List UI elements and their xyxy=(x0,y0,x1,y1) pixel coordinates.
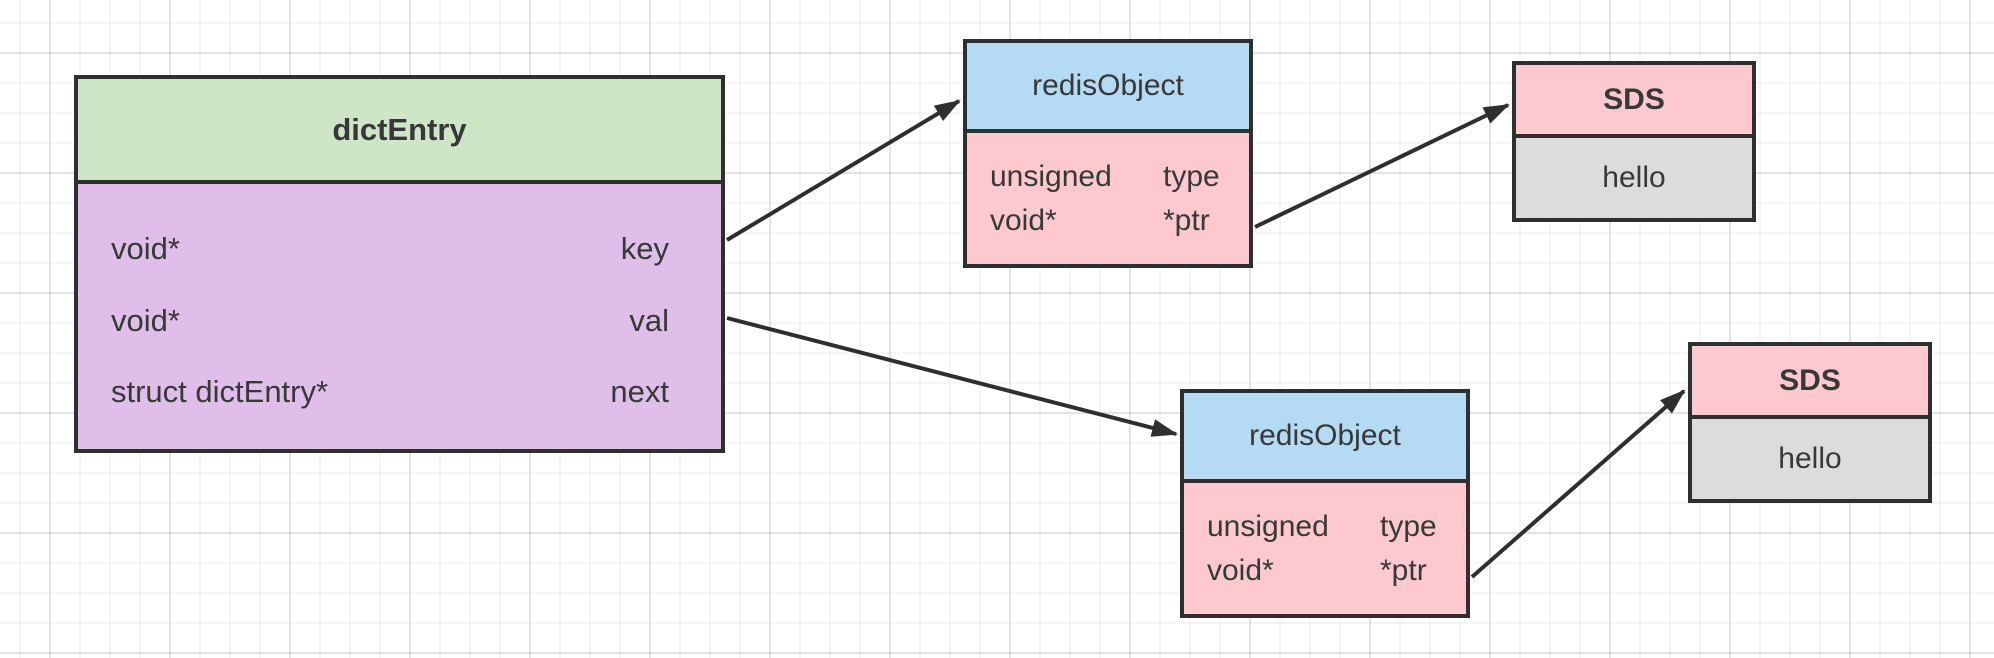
redis-object-node-bottom: redisObject unsigned type void* *ptr xyxy=(1180,389,1470,618)
field-name: key xyxy=(620,231,669,267)
sds-value: hello xyxy=(1692,419,1928,499)
arrow-key-to-redisobject-top xyxy=(725,99,961,242)
sds-title: SDS xyxy=(1516,65,1752,138)
field-type: unsigned xyxy=(1207,509,1329,543)
redis-object-title: redisObject xyxy=(967,43,1249,133)
field-name: *ptr xyxy=(1380,553,1427,587)
sds-title: SDS xyxy=(1692,346,1928,419)
field-type: struct dictEntry* xyxy=(111,373,329,409)
redis-object-node-top: redisObject unsigned type void* *ptr xyxy=(963,39,1253,268)
dict-entry-row-val: void* val xyxy=(111,303,669,339)
sds-node-top: SDS hello xyxy=(1512,61,1756,222)
arrow-ptr-to-sds-top xyxy=(1254,103,1510,229)
dict-entry-body: void* key void* val struct dictEntry* ne… xyxy=(78,184,721,449)
field-type: unsigned xyxy=(990,159,1112,193)
dict-entry-row-next: struct dictEntry* next xyxy=(111,374,669,410)
field-name: type xyxy=(1163,159,1220,193)
dict-entry-row-key: void* key xyxy=(111,231,669,267)
field-name: val xyxy=(629,302,669,338)
field-type: void* xyxy=(1207,553,1274,587)
arrow-val-to-redisobject-bottom xyxy=(726,316,1178,437)
field-type: void* xyxy=(111,231,180,267)
redis-object-body: unsigned type void* *ptr xyxy=(1184,483,1466,614)
field-name: *ptr xyxy=(1163,203,1210,237)
sds-value: hello xyxy=(1516,138,1752,218)
dict-entry-title: dictEntry xyxy=(78,79,721,184)
arrow-ptr-to-sds-bottom xyxy=(1470,389,1686,579)
sds-node-bottom: SDS hello xyxy=(1688,342,1932,503)
field-name: next xyxy=(610,373,669,409)
redis-object-body: unsigned type void* *ptr xyxy=(967,133,1249,264)
redis-object-title: redisObject xyxy=(1184,393,1466,483)
field-type: void* xyxy=(111,302,180,338)
field-name: type xyxy=(1380,509,1437,543)
field-type: void* xyxy=(990,203,1057,237)
dict-entry-node: dictEntry void* key void* val struct dic… xyxy=(74,75,725,453)
